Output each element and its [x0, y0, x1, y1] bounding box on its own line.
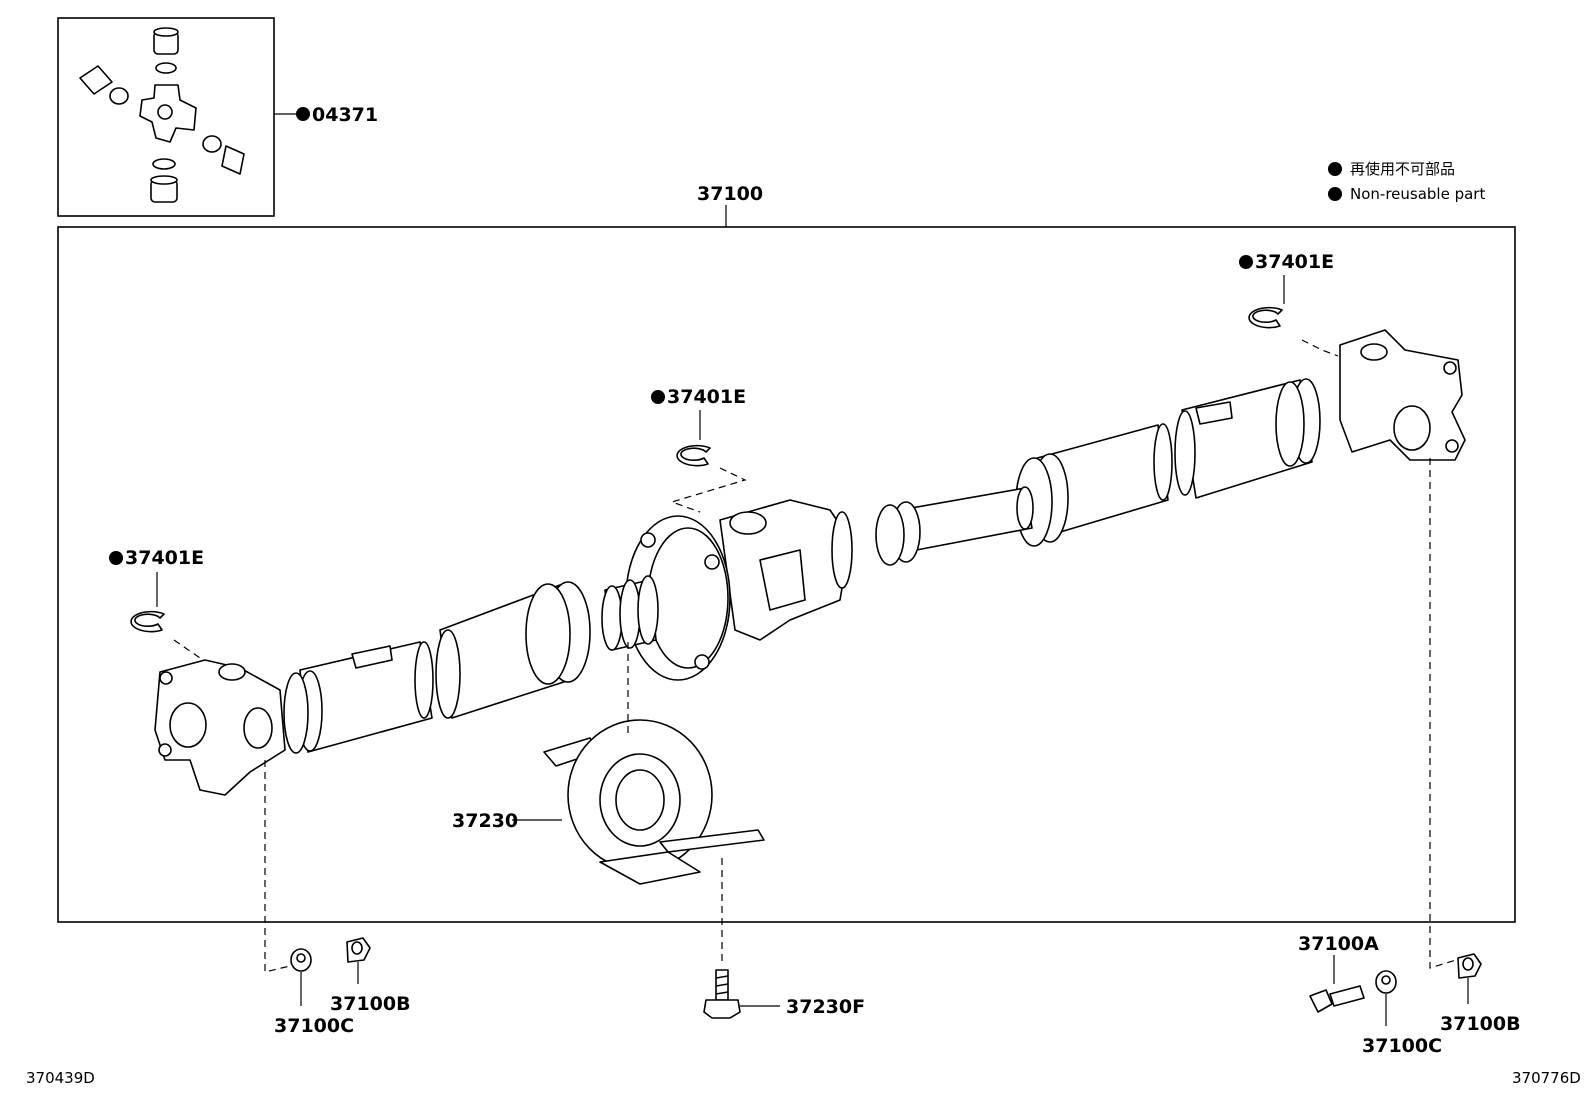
bolt-center [703, 969, 741, 1019]
rear-flange-yoke [1339, 329, 1466, 461]
middle-shaft [875, 486, 1034, 566]
bolt-right [1309, 985, 1365, 1013]
right-shaft-tube [1174, 378, 1321, 499]
corner-id-left: 370439D [26, 1069, 95, 1087]
snap-ring-center [676, 444, 711, 467]
washer-right [1375, 970, 1397, 994]
spider-kit-illustration [79, 27, 245, 203]
nut-left [346, 937, 371, 963]
snap-ring-left [130, 610, 165, 633]
label-assembly: 37100 [697, 183, 763, 205]
assembly-frame [57, 226, 1516, 923]
left-shaft-tube [283, 641, 434, 754]
spider-kit-inset: 04371 [57, 17, 378, 217]
corner-id-right: 370776D [1512, 1069, 1581, 1087]
snap-ring-right [1248, 306, 1283, 329]
label-snap-ring-center: 37401E [667, 386, 746, 408]
washer-left [290, 948, 312, 972]
center-support-bearing [543, 719, 765, 885]
label-kit: 04371 [312, 104, 378, 126]
legend-japanese: 再使用不可部品 [1350, 160, 1455, 178]
middle-slip-tube [1015, 423, 1173, 547]
label-bolt-right: 37100A [1298, 933, 1379, 955]
label-snap-ring-left: 37401E [125, 547, 204, 569]
legend: 再使用不可部品 Non-reusable part [1328, 160, 1485, 203]
label-snap-ring-right: 37401E [1255, 251, 1334, 273]
legend-english: Non-reusable part [1350, 185, 1485, 203]
front-flange-yoke [154, 659, 286, 796]
center-universal-joint [719, 499, 853, 641]
nut-right [1457, 953, 1482, 979]
label-nut-right: 37100B [1440, 1013, 1521, 1035]
label-bolt-center: 37230F [786, 996, 865, 1018]
splined-stub [601, 575, 659, 651]
label-washer-left: 37100C [274, 1015, 354, 1037]
front-tube [435, 581, 591, 719]
label-washer-right: 37100C [1362, 1035, 1442, 1057]
label-nut-left: 37100B [330, 993, 411, 1015]
label-center-bearing: 37230 [452, 810, 518, 832]
